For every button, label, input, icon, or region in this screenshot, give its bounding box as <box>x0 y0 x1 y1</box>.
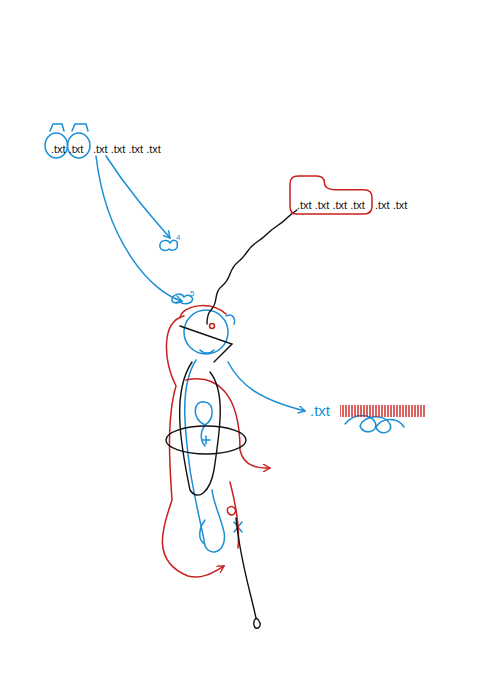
loops <box>345 416 404 433</box>
head <box>184 310 228 354</box>
black-strokes <box>166 210 297 628</box>
bell-tops <box>50 124 88 131</box>
blob-outline <box>290 176 372 214</box>
leader-line <box>106 156 170 238</box>
foot-loop <box>200 520 205 544</box>
blue-strokes <box>50 124 404 552</box>
callout-number: 4 <box>176 233 180 242</box>
tick <box>226 315 235 324</box>
hatched-bar <box>340 405 426 417</box>
file-label: .txt .txt <box>375 199 407 212</box>
small-blob <box>172 294 192 304</box>
red-blob: .txt .txt .txt .txt <box>290 176 372 214</box>
arm-arrow <box>228 362 305 411</box>
tail-line <box>236 518 260 628</box>
twin-circle: .txt .txt <box>45 133 90 158</box>
red-strokes <box>162 306 270 577</box>
small-blob <box>160 240 177 250</box>
ring <box>166 426 246 454</box>
file-label: .txt .txt .txt .txt <box>93 143 161 156</box>
node-text: .txt .txt .txt .txt <box>297 199 365 212</box>
node-text: .txt .txt <box>51 143 83 156</box>
small-loop <box>227 507 235 515</box>
inner-loop <box>195 402 212 446</box>
file-label: .txt <box>310 402 330 419</box>
hat-shape <box>180 326 232 362</box>
head-outline <box>180 306 226 318</box>
side-outline <box>186 379 270 468</box>
callout-number: 5 <box>190 289 194 298</box>
leader-line <box>96 156 182 301</box>
cross-mark <box>202 436 210 444</box>
wavy-line <box>207 210 297 324</box>
eye <box>210 324 215 329</box>
mouth <box>200 350 214 353</box>
